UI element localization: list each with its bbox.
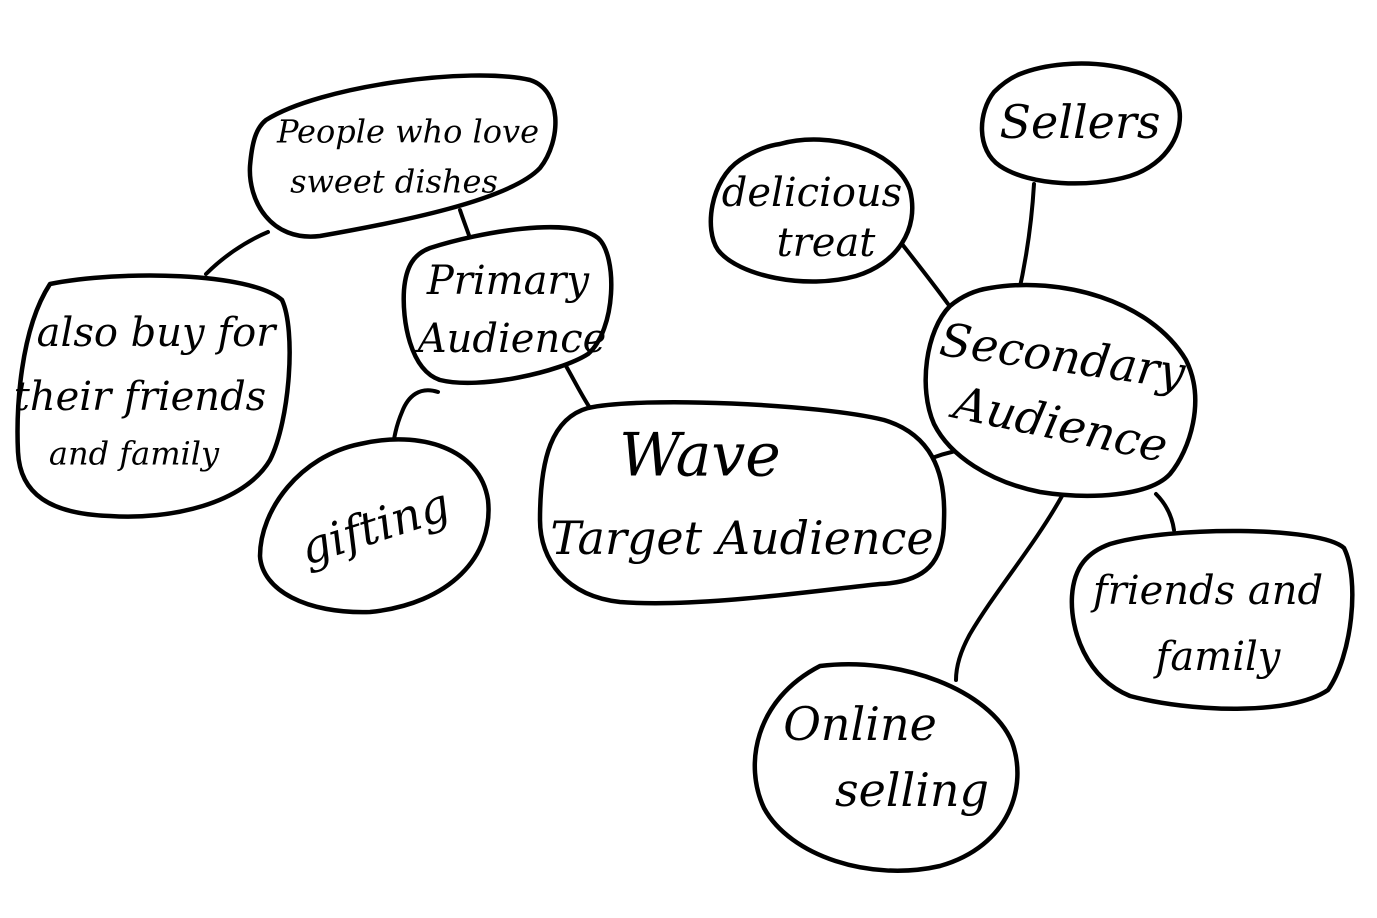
node-delicious-treat-line2: treat	[777, 220, 877, 266]
node-online-selling-line2: selling	[835, 763, 989, 817]
node-primary-audience-line1: Primary	[426, 258, 591, 304]
node-delicious-treat: delicious treat	[708, 137, 915, 284]
node-target-audience-subtitle: Target Audience	[550, 511, 933, 565]
link-secondary-to-friends	[1154, 492, 1176, 532]
node-primary-audience: Primary Audience	[401, 224, 614, 386]
node-friends-and-family: friends and family	[1069, 528, 1355, 711]
link-primary-to-center	[564, 364, 592, 410]
link-people-to-also-buy	[204, 230, 270, 276]
node-target-audience-title: Wave	[619, 421, 781, 491]
node-sellers: Sellers	[979, 61, 1183, 186]
node-also-buy-for-friends-outline	[15, 273, 292, 519]
node-secondary-audience-outline	[923, 282, 1198, 499]
node-gifting-outline	[257, 437, 491, 615]
node-delicious-treat-outline	[708, 137, 915, 284]
node-people-who-love-sweet-dishes: People who love sweet dishes	[247, 73, 558, 239]
node-also-buy-line2: their friends	[14, 374, 266, 420]
node-also-buy-line1: also buy for	[37, 310, 279, 356]
node-also-buy-for-friends: also buy for their friends and family	[14, 273, 292, 519]
node-people-who-love-line1: People who love	[276, 113, 539, 151]
node-friends-and-family-line2: family	[1153, 634, 1282, 680]
node-secondary-audience: Secondary Audience	[923, 282, 1198, 499]
node-target-audience-outline	[537, 399, 947, 606]
node-people-who-love-line2: sweet dishes	[290, 163, 498, 201]
node-delicious-treat-line1: delicious	[722, 170, 902, 216]
node-online-selling: Online selling	[752, 662, 1020, 873]
node-gifting: gifting	[257, 437, 491, 615]
node-primary-audience-outline	[401, 224, 614, 386]
node-online-selling-outline	[752, 662, 1020, 873]
node-friends-and-family-line1: friends and	[1090, 568, 1323, 614]
node-also-buy-line3: and family	[49, 435, 220, 473]
node-sellers-label: Sellers	[1000, 95, 1161, 149]
node-primary-audience-line2: Audience	[414, 316, 607, 362]
node-people-who-love-sweet-dishes-outline	[247, 73, 558, 239]
link-secondary-to-sellers	[1016, 182, 1036, 298]
node-online-selling-line1: Online	[783, 697, 937, 751]
link-secondary-to-delicious	[900, 242, 950, 306]
node-friends-and-family-outline	[1069, 528, 1355, 711]
link-secondary-to-online	[954, 494, 1064, 682]
node-target-audience: Wave Target Audience	[537, 399, 947, 606]
node-sellers-outline	[979, 61, 1183, 186]
